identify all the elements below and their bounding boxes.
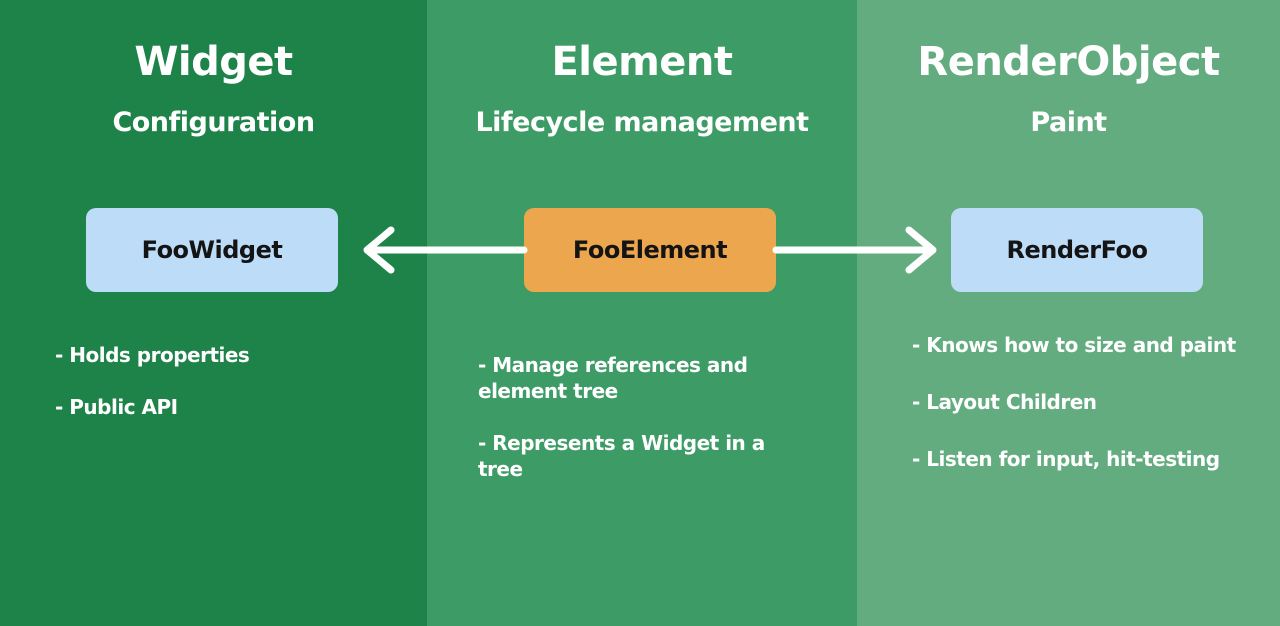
foowidget-node-label: FooWidget [141,236,283,264]
column-element-title: Element [551,39,733,85]
column-element-subtitle: Lifecycle management [475,107,809,138]
renderfoo-node-label: RenderFoo [1006,236,1148,264]
renderobject-bullet-list: - Knows how to size and paint - Layout C… [912,332,1252,503]
column-widget-title: Widget [134,39,293,85]
foowidget-node: FooWidget [86,208,338,292]
column-widget-subtitle: Configuration [112,107,315,138]
bullet-item: - Public API [55,395,178,419]
bullet-item: - Holds properties [55,343,250,367]
bullet-item: - Listen for input, hit-testing [912,447,1220,471]
fooelement-node-label: FooElement [572,236,728,264]
column-renderobject-subtitle: Paint [1030,107,1107,138]
column-widget: Widget Configuration FooWidget - Holds p… [0,0,427,626]
column-renderobject: RenderObject Paint RenderFoo - Knows how… [857,0,1280,626]
renderfoo-node: RenderFoo [951,208,1203,292]
element-bullet-list: - Manage references and element tree - R… [478,352,770,508]
column-element: Element Lifecycle management FooElement … [427,0,857,626]
bullet-item: - Knows how to size and paint [912,333,1236,357]
fooelement-node: FooElement [524,208,776,292]
column-renderobject-title: RenderObject [917,39,1220,85]
widget-bullet-list: - Holds properties - Public API [55,342,385,446]
bullet-item: - Layout Children [912,390,1097,414]
bullet-item: - Represents a Widget in a tree [478,431,765,481]
bullet-item: - Manage references and element tree [478,353,748,403]
